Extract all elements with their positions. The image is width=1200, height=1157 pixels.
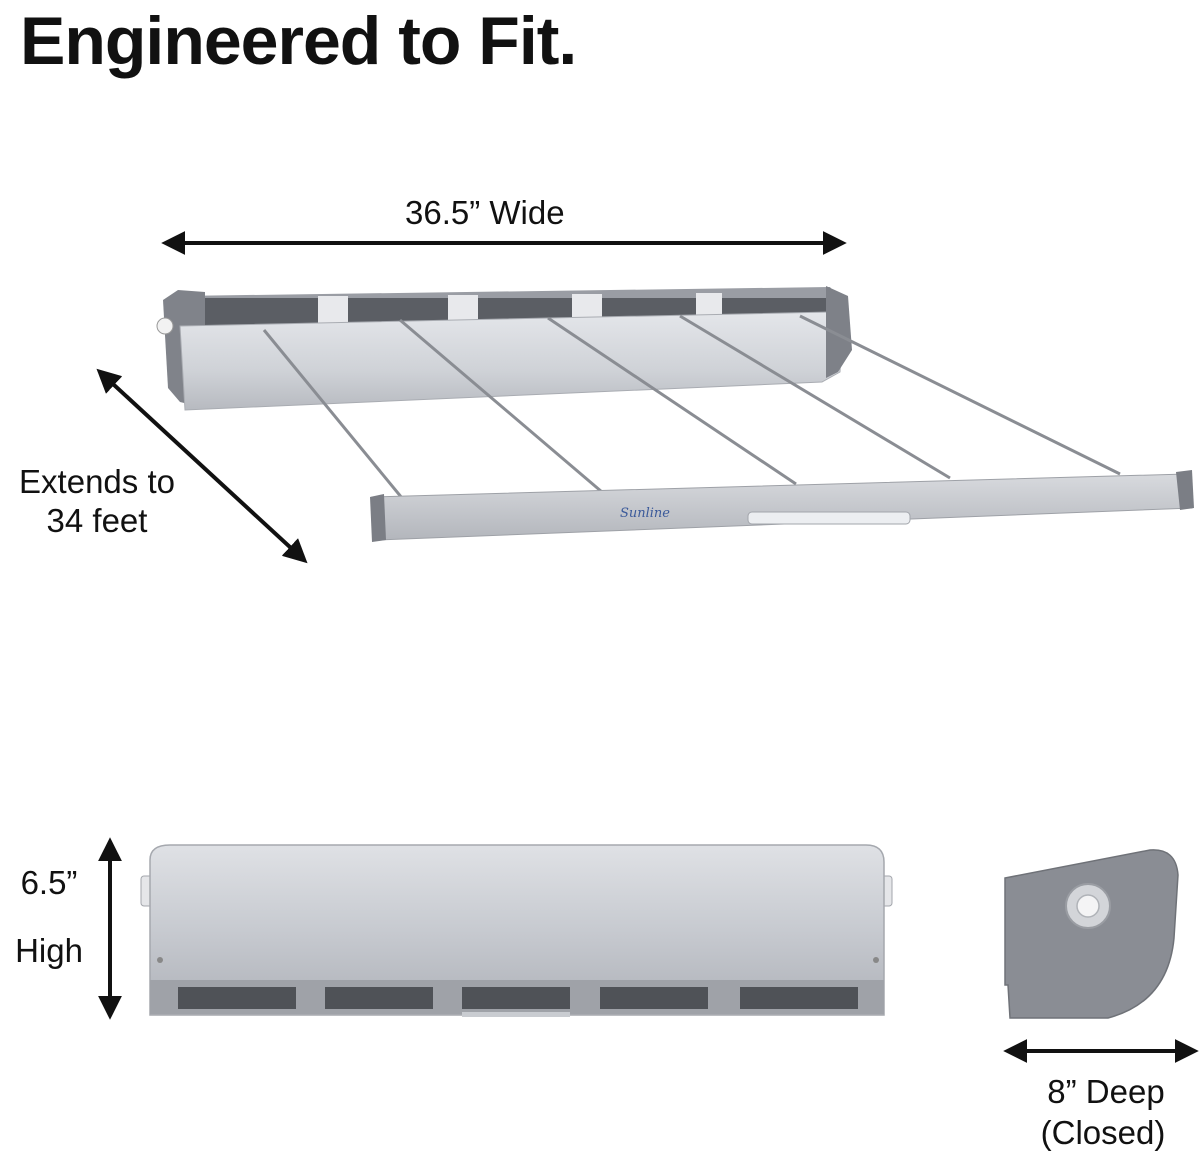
depth-label-line1: 8” Deep bbox=[1047, 1073, 1165, 1110]
extends-arrow bbox=[96, 368, 308, 564]
width-label: 36.5” Wide bbox=[405, 194, 565, 231]
closed-unit-front bbox=[140, 844, 893, 1017]
closed-unit-side bbox=[1004, 849, 1179, 1019]
height-label-line1: 6.5” bbox=[20, 864, 78, 901]
headline: Engineered to Fit. bbox=[20, 3, 577, 79]
height-label-line2: High bbox=[15, 932, 83, 969]
depth-label-line2: (Closed) bbox=[1040, 1114, 1166, 1151]
brand-logo: Sunline bbox=[620, 506, 670, 521]
line-slots bbox=[178, 987, 858, 1009]
drying-lines bbox=[262, 314, 1121, 499]
extended-clothesline: Sunline bbox=[156, 286, 1194, 542]
